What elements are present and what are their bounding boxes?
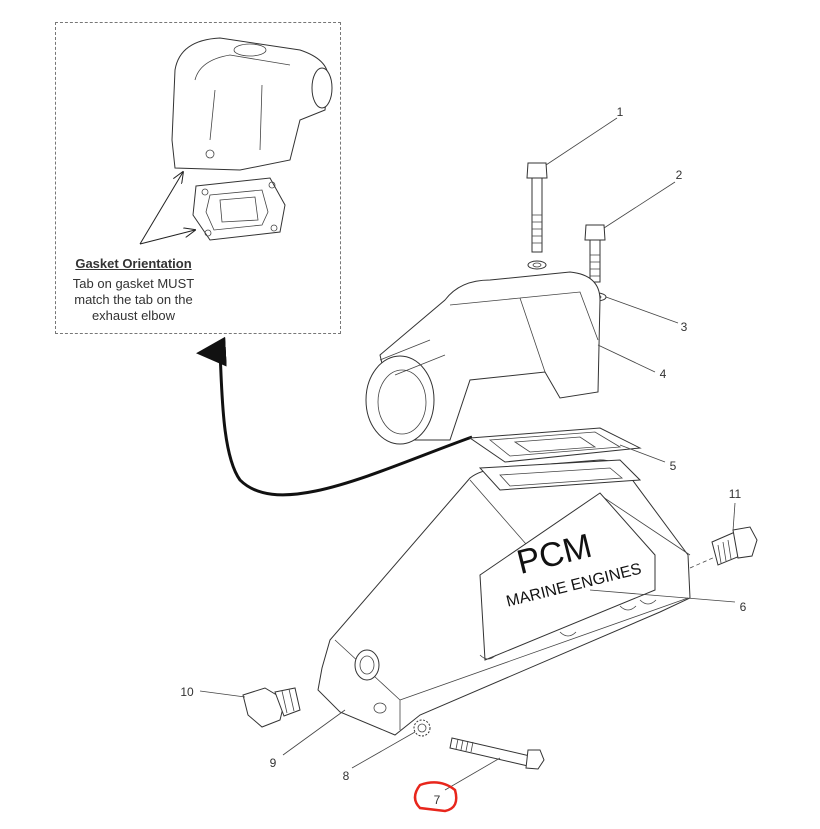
callout-6: 6 — [740, 600, 747, 614]
callout-5: 5 — [670, 459, 677, 473]
callout-4: 4 — [660, 367, 667, 381]
inset-arrow-gasket-tab — [139, 230, 195, 245]
elbow-fitting-10 — [242, 687, 301, 728]
callout-9: 9 — [270, 756, 277, 770]
inset-caption: Gasket Orientation Tab on gasket MUST ma… — [56, 256, 211, 324]
callout-7: 7 — [434, 793, 441, 807]
callout-11: 11 — [729, 487, 742, 501]
inset-arrow-elbow-tab — [139, 172, 183, 245]
inset-title: Gasket Orientation — [75, 256, 192, 271]
inset-gasket — [192, 177, 286, 241]
callout-8: 8 — [343, 769, 350, 783]
star-washer-8 — [413, 719, 431, 737]
orientation-arrow — [196, 336, 473, 497]
callout-3: 3 — [681, 320, 688, 334]
bolt-1 — [526, 162, 548, 270]
bolt-7 — [449, 737, 545, 770]
highlight-circle-7 — [413, 781, 458, 813]
plug-11 — [689, 526, 758, 569]
exhaust-elbow — [365, 271, 601, 445]
exhaust-manifold — [317, 459, 691, 736]
exhaust-gasket — [468, 427, 642, 463]
inset-body: Tab on gasket MUST match the tab on the … — [72, 276, 195, 323]
callout-2: 2 — [676, 168, 683, 182]
inset-exhaust-elbow — [171, 37, 333, 171]
gasket-orientation-inset — [55, 22, 341, 334]
callout-1: 1 — [617, 105, 624, 119]
callout-10: 10 — [180, 685, 194, 699]
leader-lines — [199, 117, 736, 791]
